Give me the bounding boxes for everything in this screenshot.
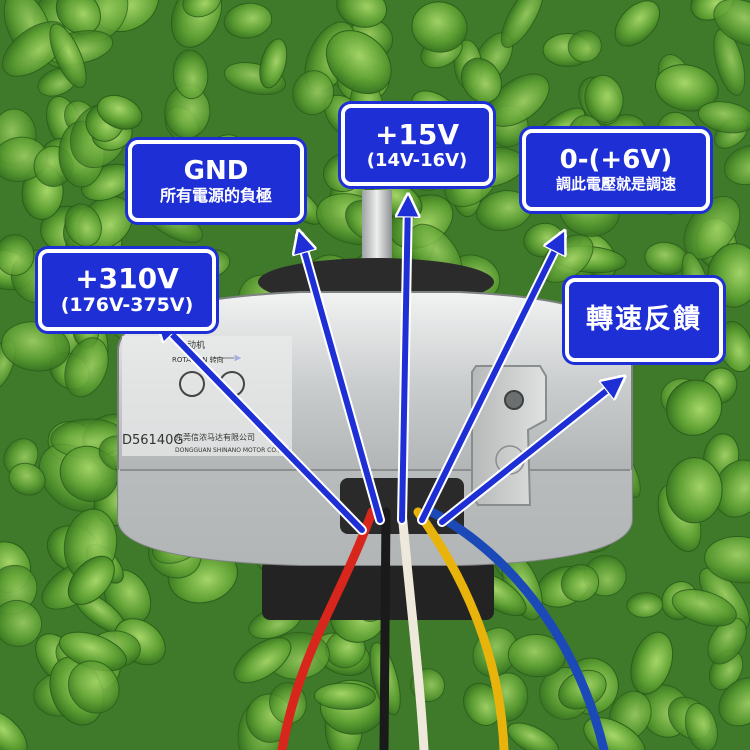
callout-gnd-sub: 所有電源的負極 (159, 185, 272, 205)
wire-yellow (413, 507, 509, 750)
callout-feedback-main: 轉速反饋 (586, 304, 702, 336)
leaf (325, 30, 392, 95)
leaf (313, 682, 376, 710)
leaf (49, 23, 87, 89)
arrow-310v (160, 322, 365, 533)
wire-black (379, 507, 391, 750)
leaf (697, 101, 750, 134)
callout-15v-sub: (14V-16V) (366, 149, 468, 171)
leaf (0, 599, 43, 647)
leaf (55, 0, 101, 35)
leaf (500, 0, 544, 48)
leaf (704, 535, 750, 584)
leaf (410, 668, 446, 703)
callout-gnd-main: GND (183, 155, 249, 186)
wire-blue (427, 507, 609, 750)
leaf (666, 379, 723, 436)
leaf (182, 0, 222, 18)
motor-model-text: D56140G (122, 433, 183, 448)
leaf (64, 203, 102, 247)
leaf (723, 144, 750, 186)
leaf (64, 337, 109, 398)
leaf (507, 722, 560, 750)
leaf (665, 457, 723, 524)
callout-gnd: GND 所有電源的負極 (128, 140, 304, 222)
leaf (630, 631, 674, 695)
leaf (684, 702, 718, 750)
leaf (233, 637, 292, 684)
leaf (614, 0, 661, 47)
callout-feedback: 轉速反饋 (565, 278, 723, 362)
leaf (654, 64, 719, 112)
leaf (68, 660, 120, 714)
wire-white (397, 507, 429, 750)
leaf (671, 589, 737, 627)
motor-label-sticker (122, 336, 292, 456)
leaf (718, 677, 750, 727)
wires (277, 507, 609, 750)
leaf (0, 709, 28, 750)
leaf (8, 462, 46, 496)
leaf (567, 30, 602, 63)
leaf (0, 234, 35, 276)
motor-rubber-mount (262, 560, 494, 620)
leaf (713, 0, 750, 48)
leaf (626, 592, 664, 618)
motor-maker-cn: 东莞信浓马达有限公司 (175, 432, 255, 442)
callout-6v-sub: 調此電壓就是調速 (555, 175, 676, 194)
leaf (96, 94, 143, 130)
leaf (411, 1, 468, 53)
arrow-feedback (439, 380, 620, 525)
callout-6v: 0-(+6V) 調此電壓就是調速 (522, 129, 710, 211)
motor-mount-bracket (471, 365, 547, 506)
leaf (460, 57, 502, 104)
leaf (223, 2, 273, 39)
leaf (336, 0, 387, 28)
leaf (584, 74, 624, 123)
callout-6v-main: 0-(+6V) (559, 145, 673, 176)
leaf (172, 49, 209, 100)
leaf (560, 564, 600, 602)
wire-red (277, 507, 377, 750)
callout-15v-main: +15V (374, 117, 460, 151)
leaf (707, 617, 747, 665)
leaf (67, 555, 115, 605)
callout-310v-main: +310V (75, 261, 179, 295)
arrow-6v (419, 236, 562, 523)
motor-maker-en: DONGGUAN SHINANO MOTOR CO.,LTD. (175, 447, 292, 454)
leaf (292, 70, 335, 116)
callout-15v: +15V (14V-16V) (341, 104, 493, 186)
arrow-15v (402, 200, 408, 523)
leaf (259, 38, 288, 89)
arrow-gnd (300, 236, 383, 523)
callout-310v-sub: (176V-375V) (60, 294, 194, 317)
arrows (160, 200, 620, 535)
callout-310v: +310V (176V-375V) (38, 249, 216, 331)
